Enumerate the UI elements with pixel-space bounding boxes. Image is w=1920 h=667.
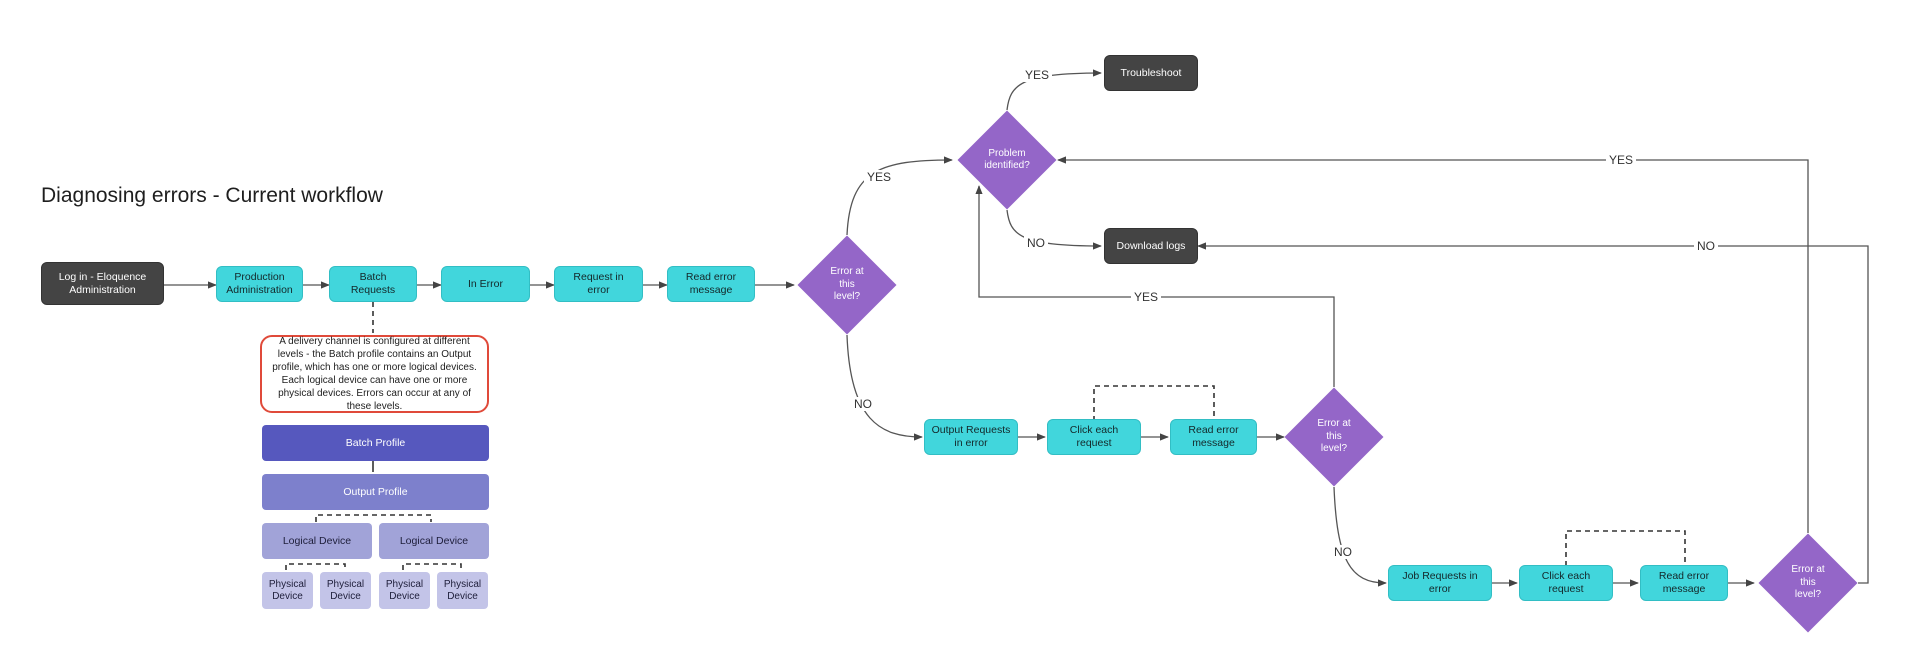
batch-profile-block: Batch Profile — [262, 425, 489, 461]
label-no-download: NO — [1024, 236, 1048, 250]
click-each-request-node-1: Click each request — [1047, 419, 1141, 455]
in-error-node: In Error — [441, 266, 530, 302]
output-requests-node: Output Requests in error — [924, 419, 1018, 455]
error-level-diamond-2: Error at this level? — [1284, 387, 1384, 487]
error-level-diamond-1: Error at this level? — [797, 235, 897, 335]
edge-level3-no-download — [1197, 242, 1869, 584]
output-profile-block: Output Profile — [262, 474, 489, 510]
diamond-label: Problem identified? — [984, 147, 1030, 172]
download-logs-node: Download logs — [1104, 228, 1198, 264]
physical-device-block-2: Physical Device — [320, 572, 371, 609]
page-title: Diagnosing errors - Current workflow — [41, 184, 383, 207]
error-level-diamond-3: Error at this level? — [1758, 533, 1858, 633]
physical-device-block-3: Physical Device — [379, 572, 430, 609]
label-no-level2: NO — [1331, 545, 1355, 559]
delivery-channel-note: A delivery channel is configured at diff… — [260, 335, 489, 413]
edge-problem-no-download — [1006, 209, 1102, 250]
edge-problem-yes-troubleshoot — [1006, 69, 1102, 111]
logical-device-block-2: Logical Device — [379, 523, 489, 559]
label-no-level3: NO — [1694, 239, 1718, 253]
label-yes-level3: YES — [1606, 153, 1637, 167]
edge-level2-no-job — [1333, 486, 1387, 587]
diamond-label: Error at this level? — [1317, 418, 1351, 455]
login-node: Log in - Eloquence Administration — [41, 262, 164, 305]
dashed-loop-level3 — [1565, 530, 1686, 566]
label-yes-level1: YES — [864, 170, 895, 184]
request-in-error-node: Request in error — [554, 266, 643, 302]
dashed-loop-level2 — [1093, 385, 1215, 421]
edge-level2-yes-problem — [975, 185, 1335, 387]
read-error-node-1: Read error message — [667, 266, 755, 302]
edge-level1-yes-problem — [846, 156, 953, 236]
production-admin-node: Production Administration — [216, 266, 303, 302]
batch-requests-node: Batch Requests — [329, 266, 417, 302]
edge-level3-yes-problem — [1057, 156, 1809, 533]
dashed-logical1-physical — [285, 563, 346, 570]
label-yes-level2: YES — [1131, 290, 1162, 304]
dashed-output-logical — [315, 514, 432, 522]
problem-identified-diamond: Problem identified? — [957, 110, 1057, 210]
diamond-label: Error at this level? — [830, 266, 864, 303]
troubleshoot-node: Troubleshoot — [1104, 55, 1198, 91]
read-error-node-2: Read error message — [1170, 419, 1257, 455]
physical-device-block-4: Physical Device — [437, 572, 488, 609]
click-each-request-node-2: Click each request — [1519, 565, 1613, 601]
label-yes-troubleshoot: YES — [1022, 68, 1053, 82]
edge-level1-no-output — [846, 334, 923, 441]
read-error-node-3: Read error message — [1640, 565, 1728, 601]
label-no-level1: NO — [851, 397, 875, 411]
dashed-logical2-physical — [402, 563, 462, 570]
job-requests-node: Job Requests in error — [1388, 565, 1492, 601]
physical-device-block-1: Physical Device — [262, 572, 313, 609]
diamond-label: Error at this level? — [1791, 564, 1825, 601]
logical-device-block-1: Logical Device — [262, 523, 372, 559]
